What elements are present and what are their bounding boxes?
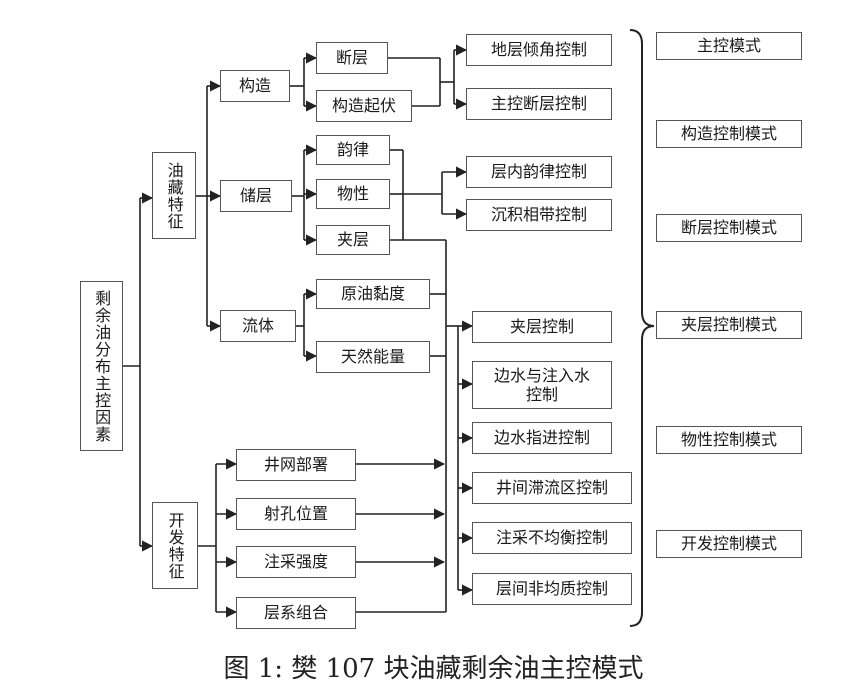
combination-box: 层系组合 xyxy=(236,597,356,629)
structure-label: 构造 xyxy=(238,76,271,96)
root-box: 剩余油分布主控因素 xyxy=(80,281,123,451)
main-fault-control-box: 主控断层控制 xyxy=(466,88,612,120)
mode-fault-control: 断层控制模式 xyxy=(656,214,802,242)
energy-label: 天然能量 xyxy=(340,347,405,367)
mode-development-control: 开发控制模式 xyxy=(656,530,802,558)
dip-control-label: 地层倾角控制 xyxy=(490,40,587,60)
edge-water-control-box: 边水与注入水 控制 xyxy=(472,361,612,409)
mode-label: 开发控制模式 xyxy=(680,534,777,554)
storage-label: 储层 xyxy=(239,186,272,206)
edge-advance-control-box: 边水指进控制 xyxy=(472,422,612,454)
mode-main-control: 主控模式 xyxy=(656,32,802,60)
mode-label: 构造控制模式 xyxy=(680,124,777,144)
relief-box: 构造起伏 xyxy=(316,90,412,122)
interlayer-label: 夹层 xyxy=(336,230,369,250)
viscosity-box: 原油黏度 xyxy=(316,279,430,309)
mode-interlayer-control: 夹层控制模式 xyxy=(656,311,802,339)
structure-box: 构造 xyxy=(220,70,290,102)
imbalance-control-label: 注采不均衡控制 xyxy=(495,528,608,548)
fault-label: 断层 xyxy=(335,48,368,68)
fluid-box: 流体 xyxy=(220,310,296,342)
edge-water-control-label-line2: 控制 xyxy=(525,385,558,404)
property-label: 物性 xyxy=(336,184,369,204)
mode-structure-control: 构造控制模式 xyxy=(656,120,802,148)
stagnant-zone-control-label: 井间滞流区控制 xyxy=(495,478,608,498)
connector-lines xyxy=(123,29,655,627)
heterogeneity-control-box: 层间非均质控制 xyxy=(472,573,632,605)
figure-caption: 图 1: 樊 107 块油藏剩余油主控模式 xyxy=(223,654,644,684)
property-box: 物性 xyxy=(316,179,390,209)
development-features-box: 开发特征 xyxy=(152,502,198,589)
perforation-box: 射孔位置 xyxy=(236,498,356,530)
rhythm-control-box: 层内韵律控制 xyxy=(466,156,612,188)
edge-advance-control-label: 边水指进控制 xyxy=(493,428,590,448)
reservoir-features-box: 油藏特征 xyxy=(152,152,196,239)
injection-label: 注采强度 xyxy=(263,552,328,572)
mode-property-control: 物性控制模式 xyxy=(656,426,802,454)
facies-control-box: 沉积相带控制 xyxy=(466,199,612,231)
stagnant-zone-control-box: 井间滞流区控制 xyxy=(472,472,632,504)
storage-box: 储层 xyxy=(220,180,292,212)
fault-box: 断层 xyxy=(316,42,388,74)
facies-control-label: 沉积相带控制 xyxy=(490,205,587,225)
mode-label: 夹层控制模式 xyxy=(680,315,777,335)
mode-label: 断层控制模式 xyxy=(680,218,777,238)
fluid-label: 流体 xyxy=(241,316,274,336)
edge-water-control-label-line1: 边水与注入水 xyxy=(493,365,590,385)
well-pattern-box: 井网部署 xyxy=(236,449,356,481)
injection-box: 注采强度 xyxy=(236,546,356,578)
viscosity-label: 原油黏度 xyxy=(340,284,405,304)
interlayer-control-box: 夹层控制 xyxy=(472,311,612,343)
reservoir-features-label: 油藏特征 xyxy=(164,161,184,230)
development-features-label: 开发特征 xyxy=(165,511,185,580)
mode-label: 主控模式 xyxy=(696,36,761,56)
rhythm-box: 韵律 xyxy=(316,135,390,165)
heterogeneity-control-label: 层间非均质控制 xyxy=(495,579,608,599)
dip-control-box: 地层倾角控制 xyxy=(466,34,612,66)
relief-label: 构造起伏 xyxy=(331,96,396,116)
flow-diagram: 剩余油分布主控因素 油藏特征 开发特征 构造 储层 流体 断层 构造起伏 韵律 … xyxy=(80,29,802,629)
root-label: 剩余油分布主控因素 xyxy=(92,289,112,443)
rhythm-label: 韵律 xyxy=(336,140,369,160)
well-pattern-label: 井网部署 xyxy=(263,455,328,475)
interlayer-box: 夹层 xyxy=(316,225,390,255)
rhythm-control-label: 层内韵律控制 xyxy=(490,162,587,182)
imbalance-control-box: 注采不均衡控制 xyxy=(472,522,632,554)
energy-box: 天然能量 xyxy=(316,341,430,373)
perforation-label: 射孔位置 xyxy=(263,504,328,524)
combination-label: 层系组合 xyxy=(263,603,328,623)
mode-label: 物性控制模式 xyxy=(680,430,777,450)
main-fault-control-label: 主控断层控制 xyxy=(490,94,587,114)
interlayer-control-label: 夹层控制 xyxy=(509,317,574,337)
